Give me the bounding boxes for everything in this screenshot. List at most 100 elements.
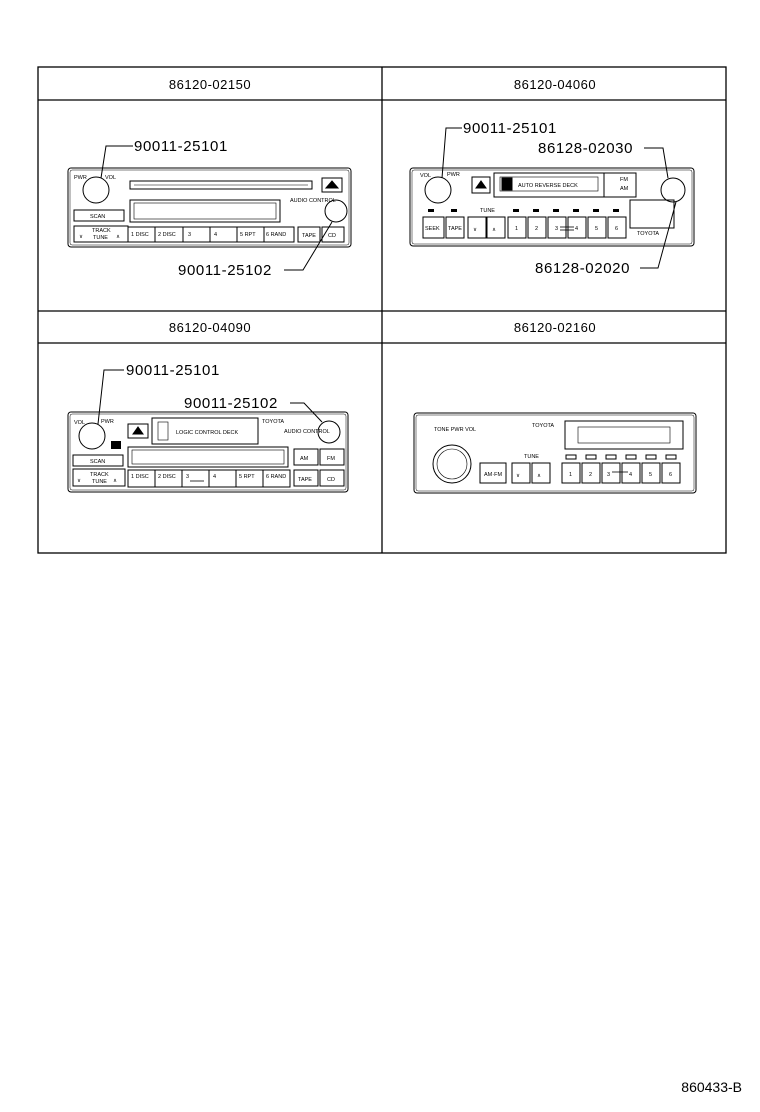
svg-text:VOL: VOL <box>74 420 85 426</box>
header-86120-02160: 86120-02160 <box>514 320 596 335</box>
svg-text:SCAN: SCAN <box>90 214 105 220</box>
callout-86128-02030: 86128-02030 <box>538 140 633 157</box>
fm-button <box>319 448 345 466</box>
scan-button <box>73 209 125 222</box>
svg-text:1 DISC: 1 DISC <box>131 474 149 480</box>
callout-90011-25102: 90011-25102 <box>178 262 272 279</box>
svg-text:3: 3 <box>607 472 610 478</box>
audio-control-knob <box>324 199 348 223</box>
svg-text:AM·FM: AM·FM <box>484 472 502 478</box>
svg-text:3: 3 <box>555 226 558 232</box>
display-window <box>129 199 281 223</box>
cd-button <box>319 469 345 487</box>
svg-text:4: 4 <box>213 474 216 480</box>
tune-down-button <box>511 462 531 484</box>
svg-text:TUNE: TUNE <box>524 454 539 460</box>
svg-text:6: 6 <box>669 472 672 478</box>
cassette-window <box>151 417 259 445</box>
svg-text:∨: ∨ <box>473 227 477 233</box>
radio-86120-04090 <box>67 411 349 493</box>
radio2-labels: VOL PWR AUTO REVERSE DECK FM AM SEEK TAP… <box>420 172 659 237</box>
svg-text:TONE PWR VOL: TONE PWR VOL <box>434 427 476 433</box>
svg-text:SEEK: SEEK <box>425 226 440 232</box>
cd-slot <box>129 180 313 190</box>
svg-text:∨: ∨ <box>77 478 81 484</box>
volume-knob <box>78 422 106 450</box>
svg-text:VOL: VOL <box>105 175 116 181</box>
display-window <box>127 446 289 468</box>
svg-text:PWR: PWR <box>101 419 114 425</box>
tune-knob <box>629 199 675 229</box>
header-86120-02150: 86120-02150 <box>169 77 251 92</box>
header-86120-04090: 86120-04090 <box>169 320 251 335</box>
svg-text:∧: ∧ <box>113 478 117 484</box>
svg-text:2 DISC: 2 DISC <box>158 232 176 238</box>
svg-text:2: 2 <box>535 226 538 232</box>
figure-id: 860433-B <box>681 1079 742 1095</box>
tune-knob-circle <box>660 177 686 203</box>
svg-text:TRACK: TRACK <box>92 228 111 234</box>
svg-text:PWR: PWR <box>447 172 460 178</box>
svg-text:CD: CD <box>328 233 336 239</box>
callout-90011-25101: 90011-25101 <box>134 138 228 155</box>
radio1-labels: PWR VOL SCAN TRACK TUNE ∨ ∧ AUDIO CONTRO… <box>74 175 336 241</box>
seek-button <box>422 216 445 239</box>
track-tune-button <box>72 468 126 487</box>
svg-text:LOGIC CONTROL DECK: LOGIC CONTROL DECK <box>176 430 238 436</box>
svg-text:3: 3 <box>186 474 189 480</box>
scan-button <box>72 454 124 467</box>
svg-text:TAPE: TAPE <box>302 233 316 239</box>
callout-90011-25101: 90011-25101 <box>126 362 220 379</box>
tape-button <box>445 216 465 239</box>
svg-text:PWR: PWR <box>74 175 87 181</box>
display-window <box>564 420 684 450</box>
svg-text:1: 1 <box>569 472 572 478</box>
radio-86120-02150 <box>67 167 352 248</box>
svg-text:AUDIO CONTROL: AUDIO CONTROL <box>290 198 336 204</box>
svg-text:FM: FM <box>327 456 335 462</box>
eject-button <box>127 423 149 439</box>
svg-text:TOYOTA: TOYOTA <box>532 423 554 429</box>
svg-text:AM: AM <box>300 456 309 462</box>
svg-text:5: 5 <box>595 226 598 232</box>
svg-text:∨: ∨ <box>516 473 520 479</box>
audio-control-knob <box>317 420 341 444</box>
cd-button <box>321 226 345 243</box>
table-grid <box>37 66 727 554</box>
amfm-button <box>479 462 507 484</box>
svg-text:4: 4 <box>629 472 632 478</box>
radio2-indicators <box>428 209 619 212</box>
svg-text:FM: FM <box>620 177 628 183</box>
svg-text:6: 6 <box>615 226 618 232</box>
am-button <box>293 448 319 466</box>
svg-text:5 RPT: 5 RPT <box>239 474 255 480</box>
tone-vol-knob <box>432 444 472 484</box>
radio-86120-04060 <box>409 167 695 247</box>
svg-text:∨: ∨ <box>79 234 83 240</box>
svg-text:1 DISC: 1 DISC <box>131 232 149 238</box>
svg-text:TUNE: TUNE <box>93 235 108 241</box>
svg-text:4: 4 <box>575 226 578 232</box>
tune-up-button <box>531 462 551 484</box>
svg-text:2: 2 <box>589 472 592 478</box>
tape-button <box>297 226 321 243</box>
eject-button <box>471 176 491 194</box>
svg-text:TAPE: TAPE <box>298 477 312 483</box>
svg-text:3: 3 <box>188 232 191 238</box>
tune-up-button <box>486 216 506 239</box>
svg-text:∧: ∧ <box>116 234 120 240</box>
callout-86128-02020: 86128-02020 <box>535 260 630 277</box>
tape-button <box>293 469 319 487</box>
radio-86120-02160 <box>413 412 697 494</box>
callout-90011-25101: 90011-25101 <box>463 120 557 137</box>
svg-text:TAPE: TAPE <box>448 226 462 232</box>
svg-text:TOYOTA: TOYOTA <box>262 419 284 425</box>
svg-text:TOYOTA: TOYOTA <box>637 231 659 237</box>
callout-90011-25102: 90011-25102 <box>184 395 278 412</box>
svg-text:AUDIO CONTROL: AUDIO CONTROL <box>284 429 330 435</box>
svg-text:6 RAND: 6 RAND <box>266 232 286 238</box>
svg-text:5 RPT: 5 RPT <box>240 232 256 238</box>
svg-text:TUNE: TUNE <box>480 208 495 214</box>
svg-text:4: 4 <box>214 232 217 238</box>
